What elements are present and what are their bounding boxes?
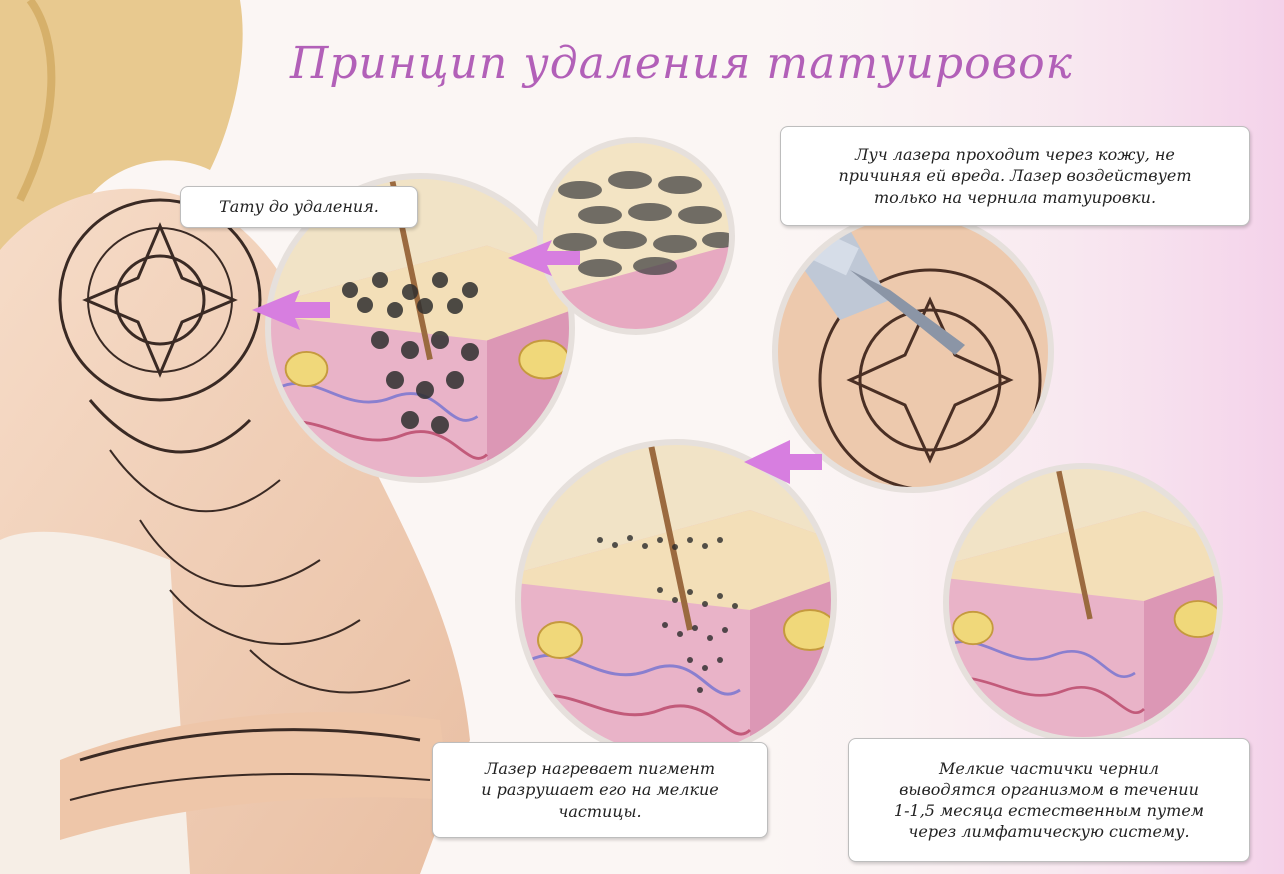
arrow-icon xyxy=(252,240,822,484)
before-skin-circle xyxy=(265,173,575,483)
tattoo-pattern xyxy=(58,198,431,801)
caption-heats-pigment-text: Лазер нагревает пигмент и разрушает его … xyxy=(481,759,719,821)
page-title: Принцип удаления татуировок xyxy=(290,38,1073,89)
caption-removal: Мелкие частички чернил выводятся организ… xyxy=(848,738,1250,862)
caption-heats-pigment: Лазер нагревает пигмент и разрушает его … xyxy=(432,742,768,838)
woman-figure xyxy=(0,0,470,874)
caption-before-text: Тату до удаления. xyxy=(219,197,379,217)
caption-laser-beam-text: Луч лазера проходит через кожу, не причи… xyxy=(838,145,1192,207)
caption-before: Тату до удаления. xyxy=(180,186,418,228)
caption-laser-beam: Луч лазера проходит через кожу, не причи… xyxy=(780,126,1250,226)
caption-removal-text: Мелкие частички чернил выводятся организ… xyxy=(893,758,1205,842)
